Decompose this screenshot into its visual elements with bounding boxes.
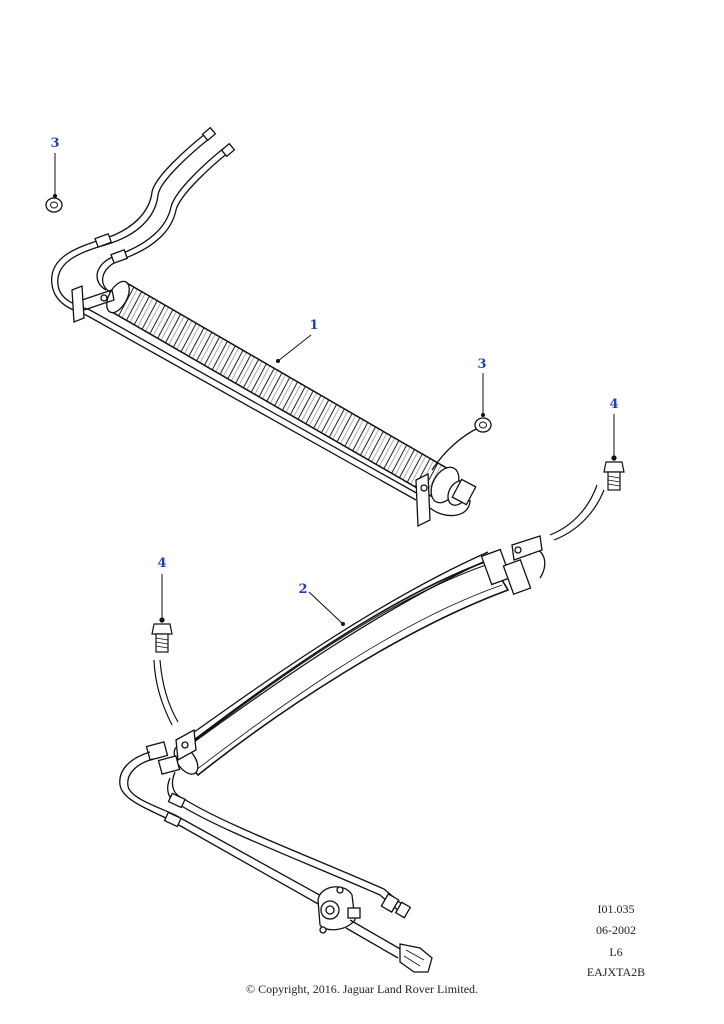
copyright-notice: © Copyright, 2016. Jaguar Land Rover Lim… — [245, 982, 479, 996]
model-code: L6 — [609, 945, 623, 959]
leader-2 — [308, 591, 345, 626]
callout-2: 2 — [298, 582, 308, 597]
callout-3-mid: 3 — [477, 357, 487, 372]
grommet-mid — [474, 373, 492, 433]
callout-4-right: 4 — [609, 397, 619, 412]
oil-cooler-upper — [51, 126, 479, 528]
callout-3-top: 3 — [50, 136, 60, 151]
diagram-code: EAJXTA2B — [586, 965, 646, 979]
leader-1 — [276, 334, 312, 363]
callout-1: 1 — [309, 318, 319, 333]
oil-cooler-lower — [119, 535, 546, 973]
illustration-number: I01.035 — [597, 902, 635, 916]
bolt-right — [549, 414, 625, 541]
callout-4-left: 4 — [157, 556, 167, 571]
bolt-left — [151, 574, 179, 726]
grommet-top — [45, 153, 63, 213]
revision-date: 06-2002 — [596, 923, 636, 937]
